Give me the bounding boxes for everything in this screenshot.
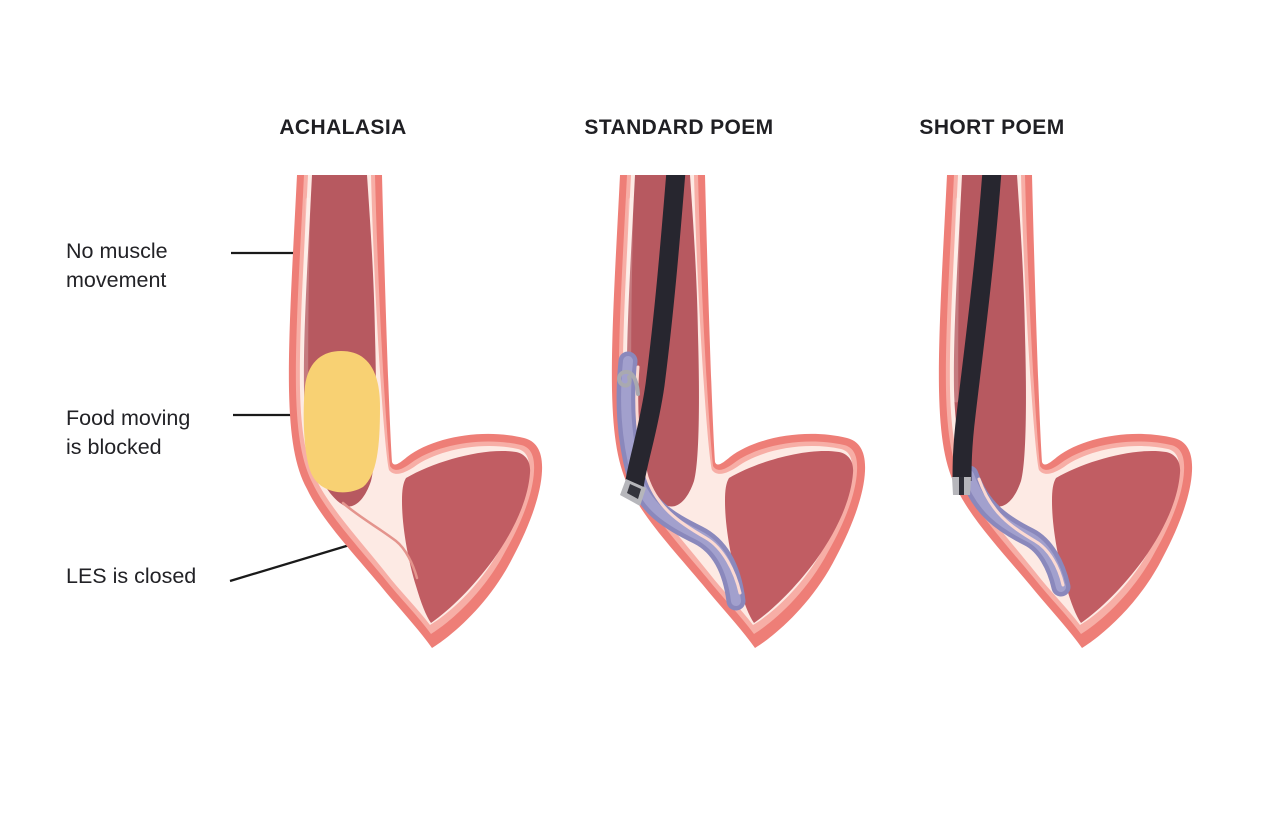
knife-hook-icon — [617, 369, 640, 396]
label-line: LES is closed — [66, 564, 197, 588]
label-les-closed: LES is closed — [66, 562, 196, 591]
label-line: movement — [66, 268, 167, 292]
mucosa-line-over-tunnel — [977, 477, 1065, 587]
short-poem-illustration — [935, 175, 1205, 665]
label-line: is blocked — [66, 435, 162, 459]
panel-title-standard-poem: STANDARD POEM — [584, 116, 774, 139]
mucosa-line-over-tunnel — [635, 365, 742, 595]
leader-line-les-closed — [229, 542, 354, 583]
endoscope-tip-band — [627, 484, 641, 499]
label-line: Food moving — [66, 406, 191, 430]
label-line: No muscle — [66, 239, 168, 263]
label-no-muscle-movement: No muscle movement — [66, 237, 168, 295]
food-bolus — [303, 351, 380, 493]
label-food-moving-blocked: Food moving is blocked — [66, 404, 190, 462]
achalasia-illustration — [285, 175, 555, 665]
panel-title-short-poem: SHORT POEM — [919, 116, 1065, 139]
standard-poem-illustration — [608, 175, 878, 665]
endoscope-shaft — [952, 175, 1002, 482]
submucosal-tunnel-long-inner — [621, 356, 741, 606]
closed-les-crease — [341, 501, 419, 580]
panel-title-achalasia: ACHALASIA — [279, 116, 407, 139]
endoscope-tip-band — [959, 477, 964, 495]
